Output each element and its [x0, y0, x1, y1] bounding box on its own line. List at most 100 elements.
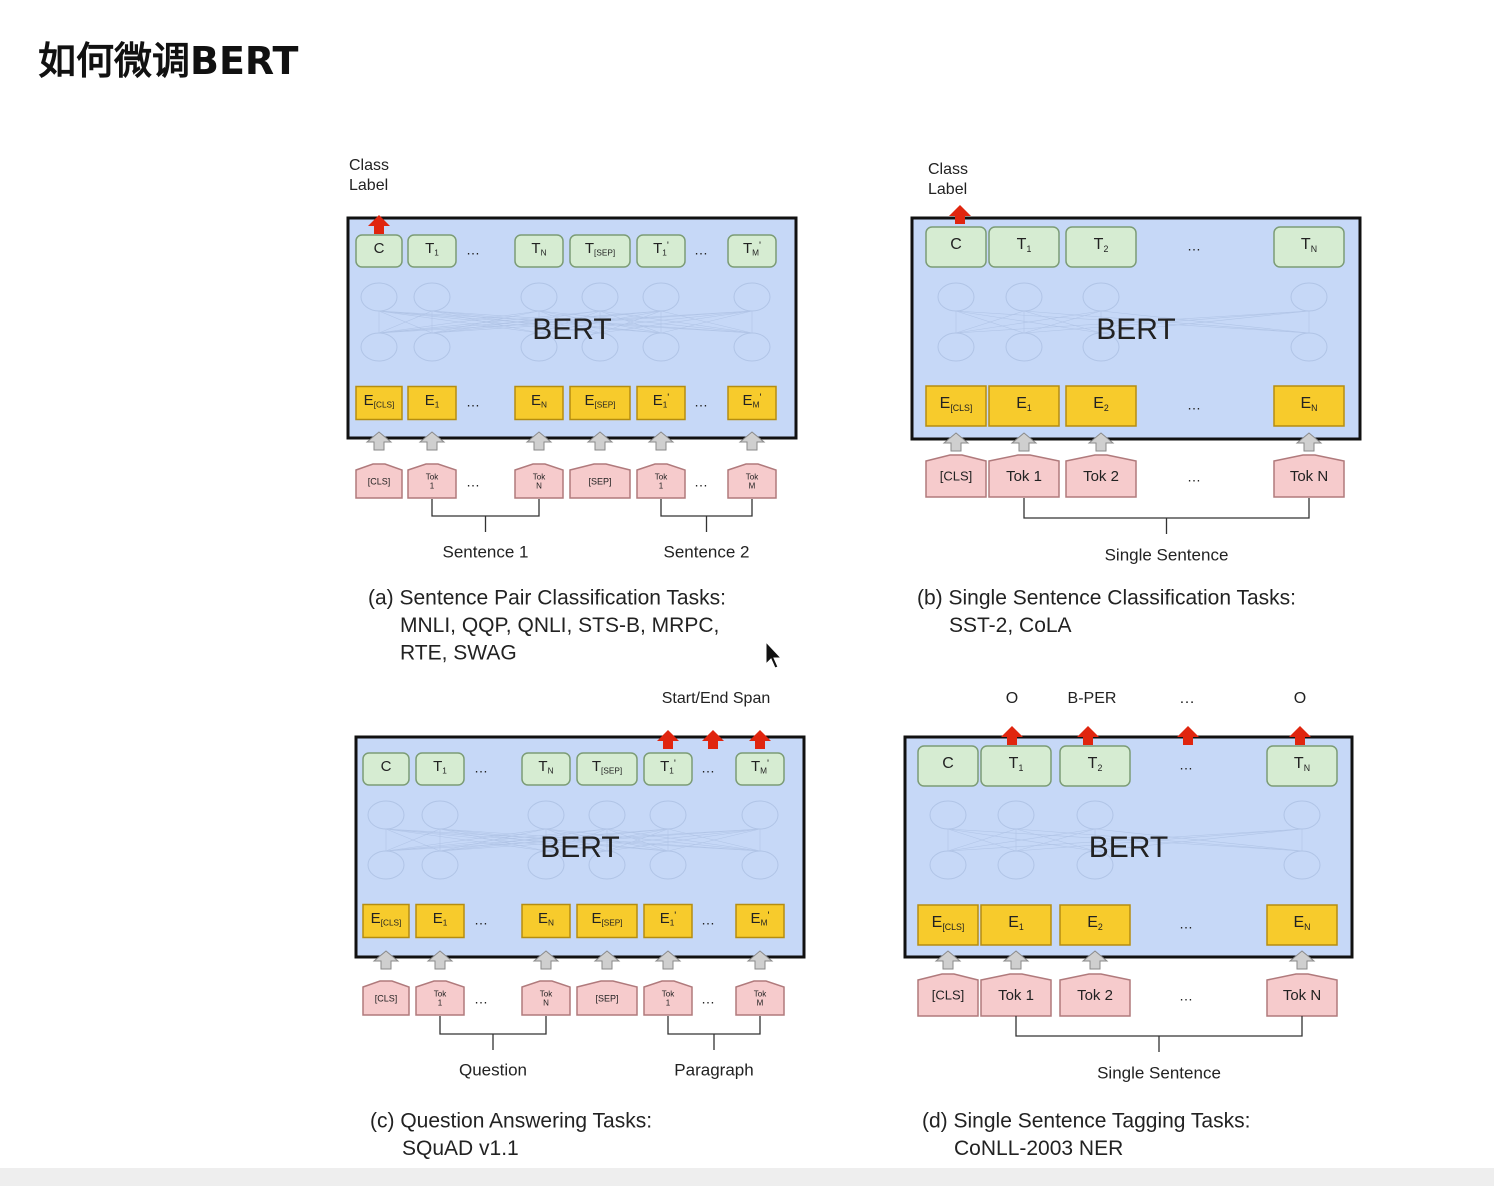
hidden-edge	[606, 828, 669, 852]
output-label: C	[374, 240, 385, 257]
hidden-node	[733, 332, 771, 362]
output-label: TN	[538, 758, 553, 776]
hidden-edge	[538, 310, 601, 334]
output-label: TN	[531, 240, 546, 258]
span-label: Start/End Span	[662, 690, 771, 707]
hidden-edge	[545, 828, 761, 852]
hidden-node	[367, 850, 405, 880]
embedding-ellipsis: …	[701, 912, 715, 928]
token-box	[569, 463, 631, 499]
hidden-edge	[606, 828, 761, 852]
hidden-edge	[538, 310, 662, 334]
embedding-ellipsis: …	[1179, 916, 1193, 932]
token-label: Tok	[540, 990, 553, 999]
token-label: Tok	[655, 473, 668, 482]
embedding-box	[735, 903, 785, 939]
token-label: M	[757, 999, 764, 1008]
hidden-edge	[545, 828, 669, 852]
hidden-network	[360, 282, 771, 362]
hidden-edge	[378, 310, 601, 334]
input-arrow	[942, 432, 970, 452]
hidden-edge	[378, 310, 662, 334]
hidden-network	[929, 800, 1321, 880]
output-ellipsis: …	[466, 242, 480, 258]
embedding-label: E[SEP]	[591, 910, 622, 928]
group-bracket	[667, 1016, 761, 1050]
token-label: [CLS]	[375, 993, 398, 1003]
input-arrow	[1087, 432, 1115, 452]
output-box	[917, 745, 979, 787]
output-box	[521, 752, 571, 786]
output-label: T1'	[653, 239, 669, 258]
embedding-box	[569, 385, 631, 421]
embedding-label: E[CLS]	[364, 392, 395, 410]
hidden-edge	[606, 828, 761, 852]
bert-label: BERT	[1096, 313, 1175, 346]
embedding-ellipsis: …	[694, 394, 708, 410]
input-arrow	[746, 950, 774, 970]
embedding-box	[925, 385, 987, 427]
output-label-text: Class	[349, 157, 389, 174]
token-label: [CLS]	[932, 987, 965, 1002]
token-ellipsis: …	[1187, 469, 1201, 485]
embedding-label: EN	[538, 910, 554, 928]
embedding-box	[362, 903, 410, 939]
output-label: C	[942, 755, 954, 772]
input-arrow	[934, 950, 962, 970]
hidden-edge	[667, 828, 761, 852]
hidden-edge	[606, 828, 669, 852]
hidden-edge	[385, 828, 761, 852]
embedding-label: E[CLS]	[932, 914, 965, 932]
embedding-ellipsis: …	[474, 912, 488, 928]
output-box	[407, 234, 457, 268]
hidden-edge	[431, 310, 601, 334]
tag-arrow	[1001, 726, 1023, 745]
token-label: N	[543, 999, 549, 1008]
hidden-edge	[955, 310, 1310, 334]
hidden-edge	[439, 828, 608, 852]
page-title: 如何微调BERT	[38, 39, 299, 83]
token-label: 1	[430, 482, 435, 491]
tag-label: O	[1294, 690, 1306, 707]
output-label: TM'	[751, 757, 769, 776]
hidden-node	[413, 332, 451, 362]
hidden-node	[642, 332, 680, 362]
hidden-node	[741, 800, 779, 830]
token-box	[980, 973, 1052, 1017]
output-label-text: Label	[928, 181, 967, 198]
token-label: Tok	[426, 473, 439, 482]
output-ellipsis: …	[474, 760, 488, 776]
hidden-node	[520, 282, 558, 312]
output-ellipsis: …	[701, 760, 715, 776]
token-box	[355, 463, 403, 499]
token-label: Tok	[754, 990, 767, 999]
hidden-edge	[599, 310, 753, 334]
hidden-edge	[385, 828, 441, 852]
embedding-label: EM'	[751, 909, 770, 928]
span-arrow	[749, 730, 771, 749]
group-bracket	[660, 499, 753, 532]
hidden-edge	[439, 828, 547, 852]
token-label: [CLS]	[940, 468, 973, 483]
hidden-edge	[431, 310, 540, 334]
hidden-edge	[385, 828, 669, 852]
hidden-node	[642, 282, 680, 312]
token-box	[1266, 973, 1338, 1017]
output-box	[569, 234, 631, 268]
token-label: Tok 1	[998, 987, 1034, 1004]
output-label: T[SEP]	[585, 240, 615, 258]
hidden-edge	[1094, 828, 1303, 852]
embedding-label: E1'	[660, 909, 677, 928]
hidden-edge	[378, 310, 601, 334]
hidden-edge	[947, 828, 1303, 852]
group-bracket	[1023, 498, 1310, 534]
output-label: T1	[425, 240, 439, 258]
embedding-box	[636, 385, 686, 421]
hidden-edge	[947, 828, 1303, 852]
hidden-node	[649, 800, 687, 830]
hidden-edge	[1015, 828, 1096, 852]
bert-label: BERT	[540, 831, 619, 864]
